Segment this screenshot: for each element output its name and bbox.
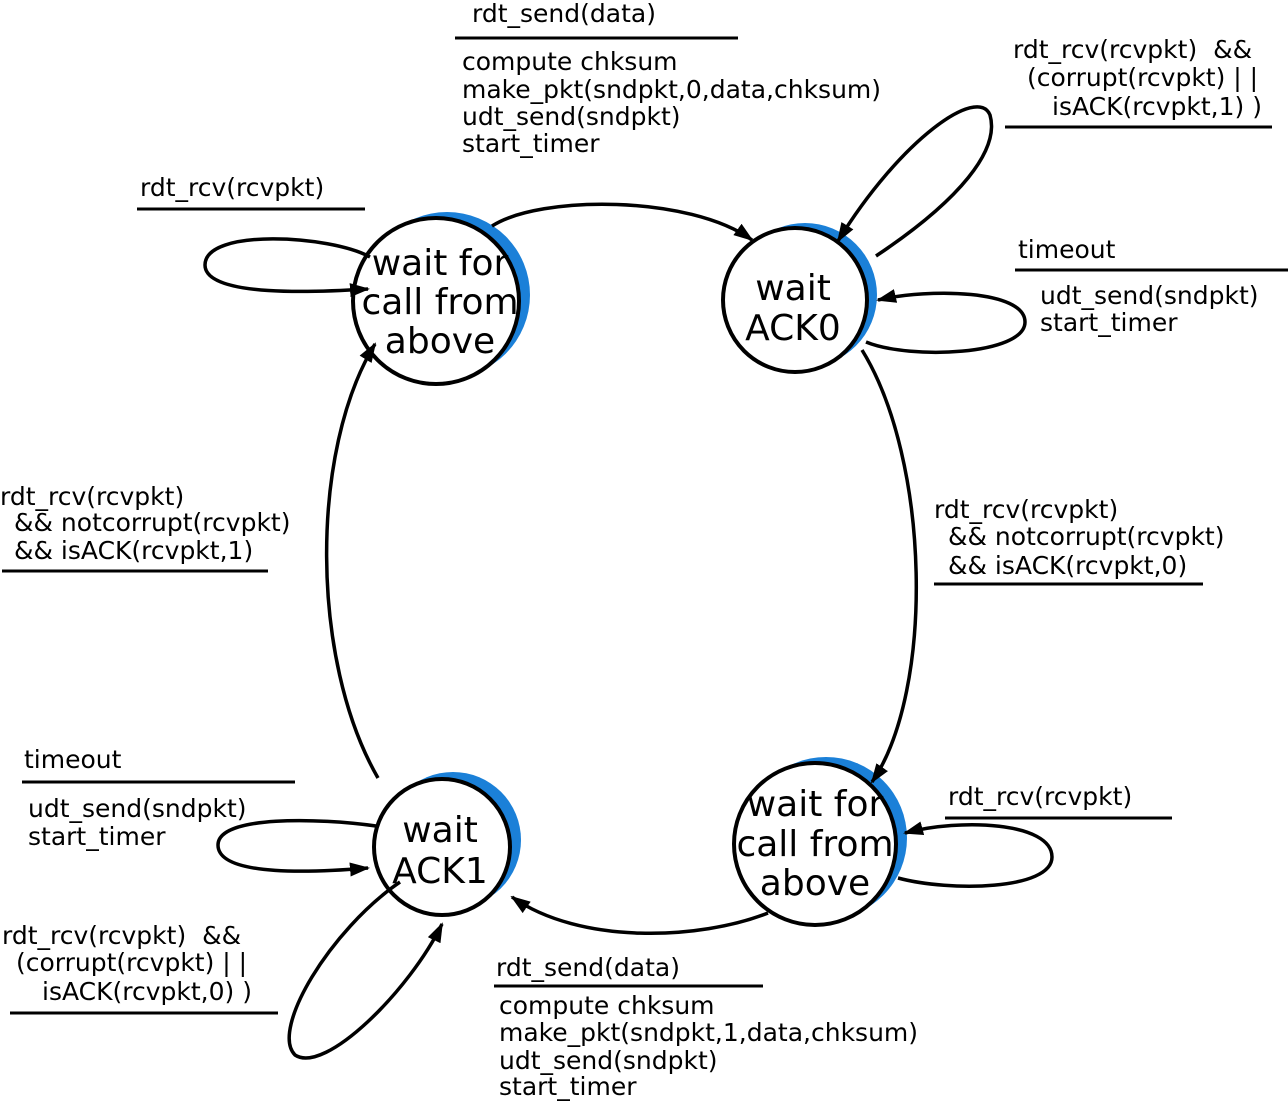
state-label-line: wait bbox=[755, 268, 831, 309]
state-label-line: ACK1 bbox=[392, 851, 488, 892]
event-text: rdt_rcv(rcvpkt) bbox=[0, 482, 184, 511]
state-label-line: call from bbox=[361, 282, 518, 323]
state-label-line: wait for bbox=[372, 243, 509, 284]
event-text: && isACK(rcvpkt,1) bbox=[14, 536, 253, 565]
action-text: udt_send(sndpkt) bbox=[462, 102, 681, 131]
event-text: && notcorrupt(rcvpkt) bbox=[948, 522, 1224, 551]
label-ack0-ok: rdt_rcv(rcvpkt) && notcorrupt(rcvpkt) &&… bbox=[934, 495, 1224, 586]
event-text: && isACK(rcvpkt,0) bbox=[948, 551, 1187, 580]
action-text: start_timer bbox=[28, 822, 166, 851]
event-text: rdt_send(data) bbox=[472, 0, 656, 28]
label-ack1-timeout: timeout udt_send(sndpkt) start_timer bbox=[22, 745, 295, 851]
state-label-line: above bbox=[760, 863, 870, 904]
action-text: compute chksum bbox=[499, 991, 715, 1020]
state-label-line: wait bbox=[402, 810, 478, 851]
arrow-ack0-timeout-self-loop bbox=[865, 289, 1027, 355]
label-ack1-ok: rdt_rcv(rcvpkt) && notcorrupt(rcvpkt) &&… bbox=[0, 482, 290, 573]
state-wait-call-0: wait for call from above bbox=[351, 212, 530, 386]
action-text: udt_send(sndpkt) bbox=[499, 1046, 718, 1075]
label-ack1-corrupt: rdt_rcv(rcvpkt) && (corrupt(rcvpkt) | | … bbox=[2, 921, 278, 1015]
event-text: rdt_rcv(rcvpkt) bbox=[934, 495, 1118, 524]
arrow-ack0-corrupt-self-loop bbox=[836, 105, 994, 258]
event-text: isACK(rcvpkt,1) ) bbox=[1052, 92, 1262, 121]
state-label-line: call from bbox=[736, 824, 893, 865]
event-text: timeout bbox=[1018, 235, 1116, 264]
arrow-call0-self-loop bbox=[203, 237, 371, 298]
state-wait-ack0: wait ACK0 bbox=[721, 223, 877, 374]
action-text: compute chksum bbox=[462, 47, 678, 76]
action-text: start_timer bbox=[1040, 308, 1178, 337]
state-wait-call-1: wait for call from above bbox=[732, 757, 907, 927]
arrow-ack0-to-call1 bbox=[860, 349, 918, 784]
action-text: start_timer bbox=[499, 1072, 637, 1101]
state-wait-ack1: wait ACK1 bbox=[372, 772, 521, 917]
label-ack0-timeout: timeout udt_send(sndpkt) start_timer bbox=[1015, 235, 1288, 337]
arrow-call1-self-loop bbox=[897, 821, 1054, 888]
label-call0-rcv: rdt_rcv(rcvpkt) bbox=[137, 173, 365, 211]
state-label-line: wait for bbox=[747, 784, 884, 825]
arrow-call0-to-ack0 bbox=[491, 202, 754, 242]
arrow-ack1-timeout-self-loop bbox=[216, 818, 377, 877]
state-label-line: above bbox=[385, 321, 495, 362]
state-circle bbox=[372, 777, 512, 917]
label-ack0-corrupt: rdt_rcv(rcvpkt) && (corrupt(rcvpkt) | | … bbox=[1005, 35, 1272, 129]
event-text: rdt_send(data) bbox=[496, 953, 680, 982]
action-text: make_pkt(sndpkt,1,data,chksum) bbox=[499, 1018, 918, 1047]
action-text: start_timer bbox=[462, 129, 600, 158]
event-text: isACK(rcvpkt,0) ) bbox=[42, 977, 252, 1006]
event-text: rdt_rcv(rcvpkt) && bbox=[1013, 35, 1252, 64]
arrow-call1-to-ack1 bbox=[510, 895, 769, 936]
event-text: rdt_rcv(rcvpkt) bbox=[140, 173, 324, 202]
arrow-ack1-corrupt-self-loop bbox=[287, 880, 444, 1060]
state-circle bbox=[732, 761, 898, 927]
event-text: rdt_rcv(rcvpkt) bbox=[948, 782, 1132, 811]
action-text: udt_send(sndpkt) bbox=[28, 794, 247, 823]
event-text: (corrupt(rcvpkt) | | bbox=[16, 948, 247, 977]
event-text: timeout bbox=[24, 745, 122, 774]
action-text: make_pkt(sndpkt,0,data,chksum) bbox=[462, 75, 881, 104]
label-call1-rcv: rdt_rcv(rcvpkt) bbox=[945, 782, 1172, 820]
event-text: rdt_rcv(rcvpkt) && bbox=[2, 921, 241, 950]
event-text: && notcorrupt(rcvpkt) bbox=[14, 508, 290, 537]
state-label-line: ACK0 bbox=[745, 308, 841, 349]
label-send-pkt1: rdt_send(data) compute chksum make_pkt(s… bbox=[494, 953, 918, 1101]
label-send-pkt0: rdt_send(data) compute chksum make_pkt(s… bbox=[455, 0, 881, 158]
event-text: (corrupt(rcvpkt) | | bbox=[1027, 63, 1258, 92]
action-text: udt_send(sndpkt) bbox=[1040, 281, 1259, 310]
state-circle bbox=[721, 226, 869, 374]
state-circle bbox=[351, 216, 521, 386]
arrow-ack1-to-call0 bbox=[324, 342, 380, 779]
